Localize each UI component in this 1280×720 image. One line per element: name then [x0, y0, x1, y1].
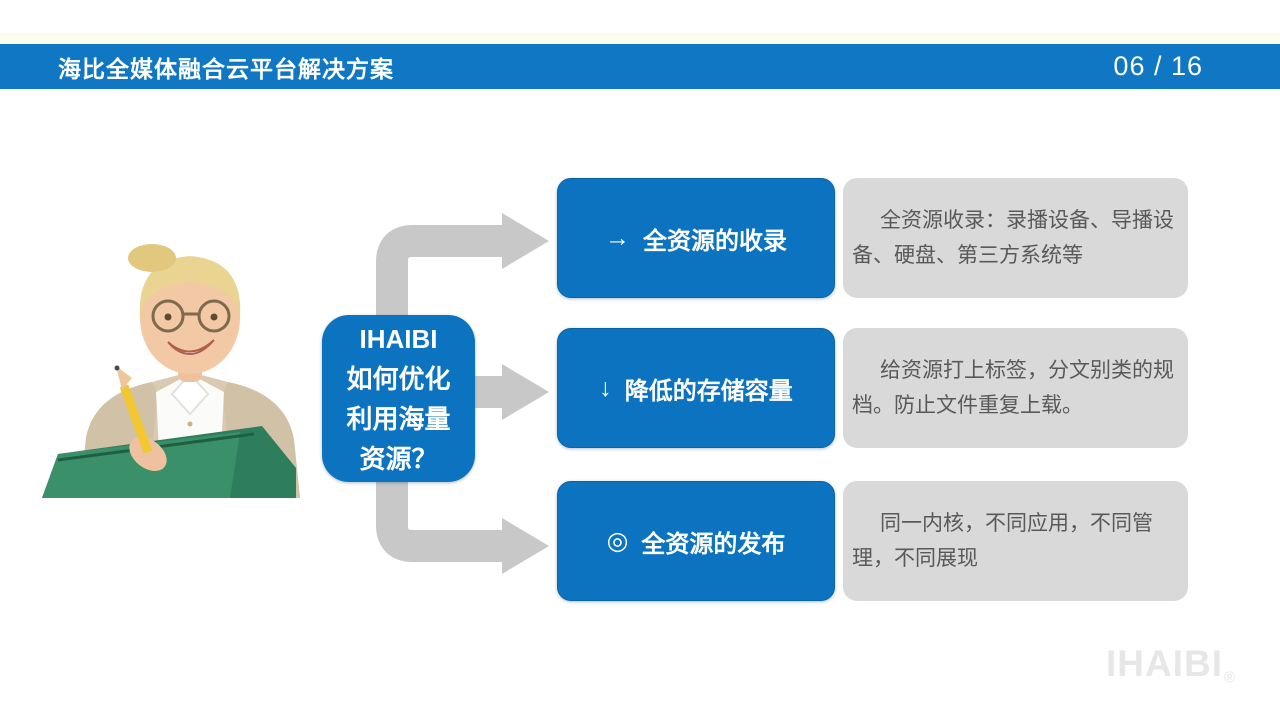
- question-line-1: 如何优化: [346, 363, 451, 394]
- arrow-top-elbow: [376, 225, 502, 350]
- brand-watermark: IHAIBI®: [1106, 643, 1236, 686]
- brand-watermark-text: IHAIBI: [1106, 643, 1223, 684]
- flow-label-storage: ↓ 降低的存储容量: [557, 328, 835, 448]
- flow-description-storage: 给资源打上标签，分文别类的规档。防止文件重复上载。: [843, 328, 1188, 448]
- flow-label-capture: → 全资源的收录: [557, 178, 835, 298]
- arrow-bottom-head: [502, 518, 549, 574]
- page-number: 06 / 16: [1113, 51, 1203, 81]
- down-arrow-icon: ↓: [599, 373, 612, 402]
- bullseye-icon: ◎: [606, 527, 629, 555]
- question-line-2: 利用海量: [346, 403, 451, 434]
- header-accent-strip: [0, 33, 1280, 44]
- flow-description-text: 给资源打上标签，分文别类的规档。防止文件重复上载。: [852, 359, 1174, 417]
- flow-label-text: 降低的存储容量: [624, 377, 793, 405]
- right-arrow-icon: →: [605, 223, 630, 252]
- slide-title: 海比全媒体融合云平台解决方案: [58, 55, 394, 82]
- arrow-top-head: [502, 213, 549, 269]
- question-box: IHAIBI 如何优化 利用海量 资源？: [322, 315, 475, 482]
- flow-description-text: 全资源收录：录播设备、导播设备、硬盘、第三方系统等: [852, 209, 1174, 267]
- flow-description-capture: 全资源收录：录播设备、导播设备、硬盘、第三方系统等: [843, 178, 1188, 298]
- flow-description-publish: 同一内核，不同应用，不同管理，不同展现: [843, 481, 1188, 601]
- question-line-3: 资源？: [359, 443, 438, 474]
- arrow-bottom-elbow: [376, 450, 502, 562]
- flow-description-text: 同一内核，不同应用，不同管理，不同展现: [852, 512, 1153, 570]
- registered-trademark-icon: ®: [1224, 669, 1237, 686]
- woman-writing-photo: [42, 244, 300, 498]
- flow-label-text: 全资源的收录: [643, 227, 787, 255]
- slide-header: 海比全媒体融合云平台解决方案 06 / 16: [0, 44, 1280, 89]
- flow-label-publish: ◎ 全资源的发布: [557, 481, 835, 601]
- flow-label-text: 全资源的发布: [641, 530, 786, 558]
- arrow-middle-head: [502, 364, 549, 420]
- question-line-brand: IHAIBI: [359, 323, 438, 354]
